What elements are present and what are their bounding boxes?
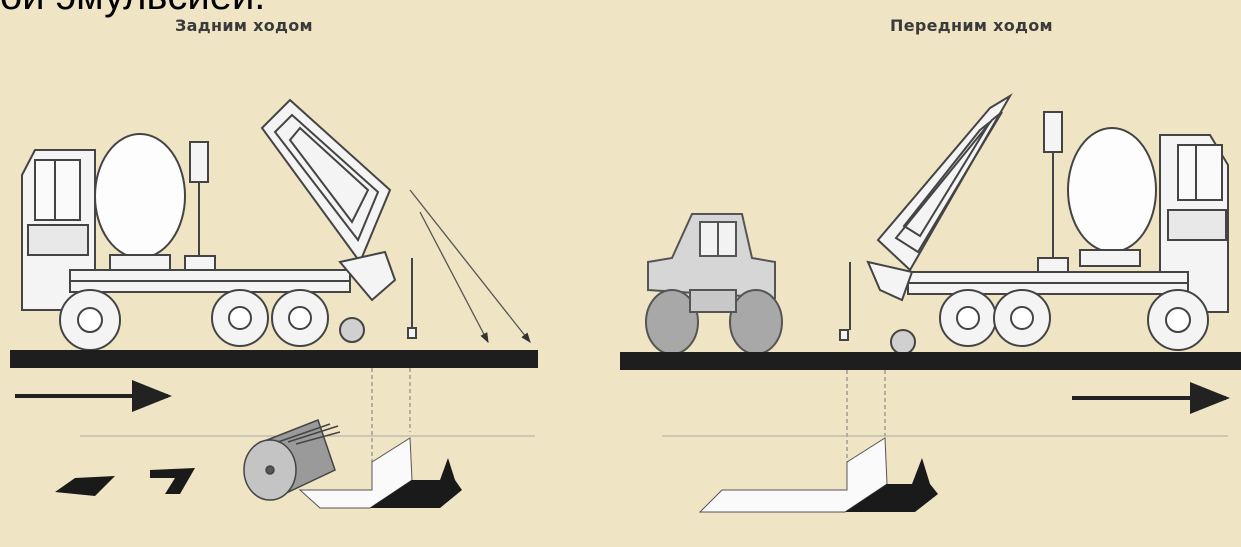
label-reverse-direction: Задним ходом: [175, 16, 313, 35]
road-left: [10, 350, 538, 368]
roller-illustration: [645, 213, 783, 355]
spray-line: [419, 211, 489, 344]
label-forward-direction: Передним ходом: [890, 16, 1053, 35]
road-right: [620, 352, 1241, 370]
left-panel-truck: [21, 98, 417, 351]
right-panel-truck: [839, 93, 1229, 355]
left-layer-sequence: [55, 419, 462, 509]
spray-line: [409, 189, 531, 344]
partial-heading: ой эмульсией.: [0, 0, 265, 19]
right-layer-sequence: [698, 437, 938, 513]
